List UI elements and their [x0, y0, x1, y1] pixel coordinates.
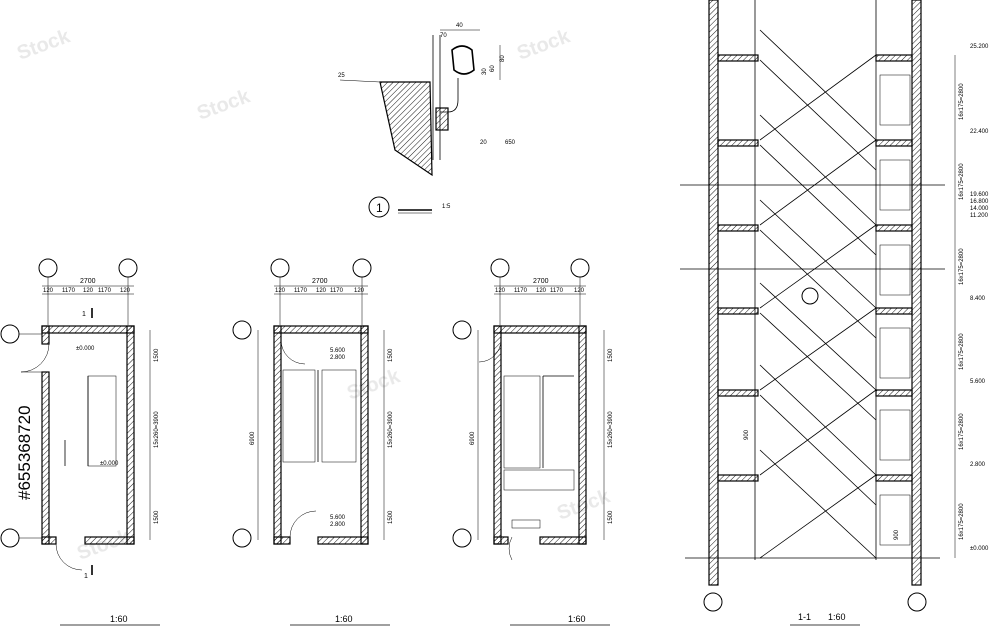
handrail-profile: [451, 45, 475, 75]
svg-text:120: 120: [495, 288, 506, 294]
svg-text:16x175=2800: 16x175=2800: [959, 248, 965, 285]
svg-text:1500: 1500: [388, 348, 394, 362]
svg-text:900: 900: [894, 529, 900, 540]
svg-text:40: 40: [456, 23, 463, 29]
svg-text:15x260=3900: 15x260=3900: [154, 411, 160, 448]
elevation-label: ±0.000: [970, 546, 989, 552]
svg-text:2.800: 2.800: [330, 522, 346, 528]
svg-text:16x175=2800: 16x175=2800: [959, 503, 965, 540]
svg-text:16x175=2800: 16x175=2800: [959, 83, 965, 120]
elevation-label: 2.800: [970, 462, 986, 468]
handrail-detail: 40 70 80 30 60 25 20 650 1 1:5: [338, 23, 516, 218]
section-mark-bottom: 1: [84, 573, 88, 580]
svg-text:900: 900: [744, 429, 750, 440]
elevation-label: 19.600: [970, 192, 989, 198]
svg-text:2700: 2700: [533, 278, 549, 285]
svg-text:±0.000: ±0.000: [76, 346, 95, 352]
stair-flights: [759, 29, 877, 559]
svg-text:120: 120: [536, 288, 547, 294]
plan-scale: 1:60: [110, 614, 128, 624]
section-scale: 1:60: [828, 612, 846, 622]
svg-text:120: 120: [120, 288, 131, 294]
svg-text:25: 25: [338, 73, 345, 79]
svg-text:2700: 2700: [312, 278, 328, 285]
svg-text:1170: 1170: [62, 288, 76, 294]
svg-text:80: 80: [500, 55, 506, 62]
plan-grid-width: 2700: [80, 278, 96, 285]
watermark-brand: Stock: [344, 365, 404, 405]
elevation-label: 25.200: [970, 44, 989, 50]
section-detail-callout: [801, 287, 819, 305]
section-mark-top: 1: [82, 311, 86, 318]
svg-text:120: 120: [574, 288, 585, 294]
svg-text:120: 120: [83, 288, 94, 294]
svg-text:1170: 1170: [514, 288, 528, 294]
svg-text:5.600: 5.600: [330, 348, 346, 354]
elevation-label: 22.400: [970, 129, 989, 135]
svg-text:1500: 1500: [154, 510, 160, 524]
svg-text:±0.000: ±0.000: [100, 461, 119, 467]
svg-text:120: 120: [275, 288, 286, 294]
watermark-brand: Stock: [14, 25, 74, 65]
plan-typical-floor: 2700 120 1170 120 1170 120 5.600 2.800 5…: [232, 258, 394, 626]
detail-wall-hatch: [379, 81, 433, 177]
svg-text:60: 60: [490, 65, 496, 72]
svg-text:16x175=2800: 16x175=2800: [959, 163, 965, 200]
doors: [879, 74, 911, 546]
svg-text:1500: 1500: [154, 348, 160, 362]
svg-text:1500: 1500: [608, 348, 614, 362]
svg-text:2.800: 2.800: [330, 355, 346, 361]
svg-text:1:60: 1:60: [335, 614, 353, 624]
svg-text:20: 20: [480, 140, 487, 146]
svg-text:120: 120: [43, 288, 54, 294]
watermark-brand: Stock: [514, 25, 574, 65]
detail-callout-number: 1: [376, 201, 383, 215]
detail-scale: 1:5: [442, 204, 451, 210]
svg-text:1170: 1170: [98, 288, 112, 294]
svg-text:16x175=2800: 16x175=2800: [959, 413, 965, 450]
plan-ground-floor: 2700 120 1170 120 1170 120 ±0.000 ±0.000…: [0, 258, 160, 626]
section-1-1: 16x175=2800 16x175=2800 16x175=2800 16x1…: [680, 0, 989, 626]
elevation-label: 14.000: [970, 206, 989, 212]
svg-text:15x260=3900: 15x260=3900: [608, 411, 614, 448]
detail-callout-circle: [368, 196, 390, 218]
elevation-label: 5.600: [970, 379, 986, 385]
svg-text:30: 30: [482, 68, 488, 75]
svg-text:1500: 1500: [388, 510, 394, 524]
svg-text:16x175=2800: 16x175=2800: [959, 333, 965, 370]
watermark-pattern: Stock Stock Stock Stock Stock Stock: [14, 25, 614, 565]
svg-text:6900: 6900: [470, 431, 476, 445]
elevation-label: 11.200: [970, 213, 989, 219]
svg-text:6900: 6900: [250, 431, 256, 445]
svg-text:5.600: 5.600: [330, 515, 346, 521]
svg-text:1170: 1170: [294, 288, 308, 294]
plan-top-floor: 2700 120 1170 120 1170 120 6900 1500 15x…: [452, 258, 614, 626]
watermark-brand: Stock: [194, 85, 254, 125]
svg-text:120: 120: [316, 288, 327, 294]
svg-text:120: 120: [354, 288, 365, 294]
floor-slabs: [717, 54, 913, 482]
watermark-id: #655368720: [15, 405, 34, 500]
section-title: 1-1: [798, 612, 811, 622]
svg-text:15x260=3900: 15x260=3900: [388, 411, 394, 448]
svg-text:70: 70: [440, 33, 447, 39]
svg-text:1:60: 1:60: [568, 614, 586, 624]
svg-text:1170: 1170: [330, 288, 344, 294]
elevation-label: 16.800: [970, 199, 989, 205]
svg-text:1170: 1170: [550, 288, 564, 294]
elevation-label: 8.400: [970, 296, 986, 302]
watermark-brand: Stock: [74, 525, 134, 565]
svg-text:650: 650: [505, 140, 516, 146]
svg-text:1500: 1500: [608, 510, 614, 524]
